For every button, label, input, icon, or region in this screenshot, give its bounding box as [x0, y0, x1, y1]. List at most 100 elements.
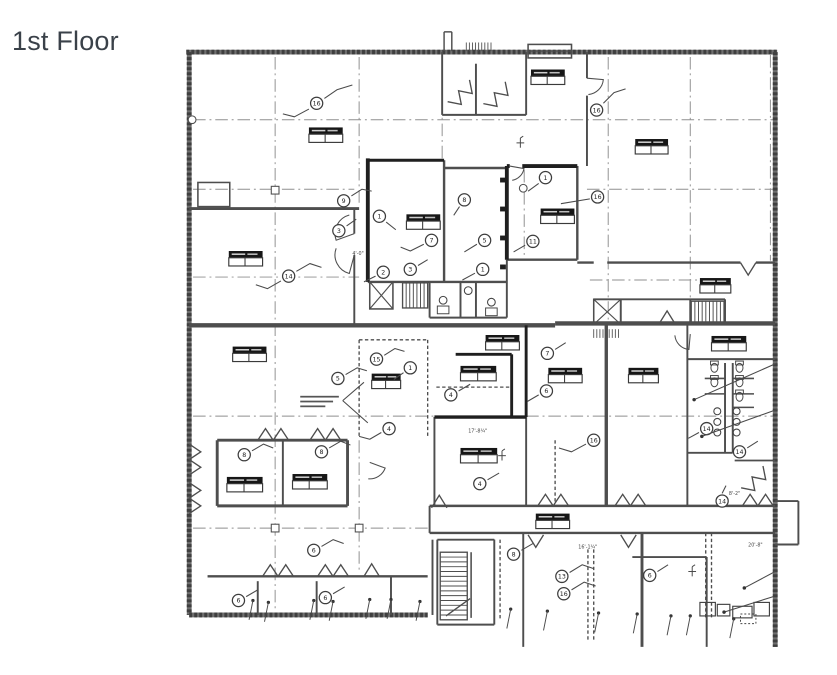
callout-tag: 7	[540, 342, 567, 361]
callout-tag: 6	[307, 539, 344, 557]
room-label	[232, 346, 268, 363]
svg-text:14: 14	[285, 273, 293, 280]
svg-text:8: 8	[319, 449, 323, 456]
svg-text:16: 16	[594, 194, 602, 201]
room-label	[535, 513, 571, 530]
callout-tag: 13	[555, 564, 594, 584]
dimension-text: 20'-8"	[748, 542, 762, 548]
svg-text:16: 16	[560, 591, 568, 598]
svg-text:16: 16	[313, 101, 321, 108]
room-label	[634, 139, 669, 155]
svg-text:5: 5	[336, 376, 340, 383]
svg-text:2: 2	[381, 269, 385, 276]
room-label	[371, 373, 402, 390]
callout-tag: 1	[527, 170, 553, 192]
room-label	[547, 367, 583, 384]
svg-text:6: 6	[648, 573, 652, 580]
room-label	[627, 367, 659, 384]
svg-text:7: 7	[545, 351, 549, 358]
dimension-text: 17'-8¾"	[468, 429, 487, 435]
svg-text:3: 3	[408, 267, 412, 274]
callout-tag: 14	[255, 263, 322, 290]
callout-tag: 14	[715, 485, 729, 508]
callout-tag: 8	[314, 440, 351, 459]
svg-text:7: 7	[430, 238, 434, 245]
svg-text:6: 6	[323, 595, 327, 602]
callout-tag: 8	[453, 193, 472, 216]
svg-text:8: 8	[242, 452, 246, 459]
callout-tag: 16	[558, 433, 601, 453]
callout-tag: 6	[318, 586, 345, 605]
svg-text:3: 3	[337, 228, 341, 235]
room-label	[530, 69, 566, 86]
callout-tag: 3	[403, 259, 428, 277]
room-label	[485, 335, 520, 351]
callout-tag: 4	[473, 472, 500, 491]
svg-text:8: 8	[512, 551, 516, 558]
svg-text:1: 1	[543, 175, 547, 182]
svg-text:9: 9	[342, 198, 346, 205]
callout-tag: 1	[393, 361, 418, 380]
room-label	[405, 214, 441, 230]
svg-text:15: 15	[373, 356, 381, 363]
callout-tag: 5	[464, 233, 492, 253]
svg-text:16: 16	[590, 437, 598, 444]
svg-text:16: 16	[593, 107, 601, 114]
svg-text:4: 4	[449, 392, 453, 399]
svg-text:13: 13	[558, 574, 566, 581]
callout-tag: 14	[732, 440, 759, 459]
floor-label: 1st Floor	[12, 26, 119, 56]
room-label	[710, 335, 747, 352]
callout-tag: 15	[369, 347, 405, 366]
callout-tag: 11	[513, 234, 540, 253]
svg-text:4: 4	[478, 481, 482, 488]
svg-text:4: 4	[387, 426, 391, 433]
svg-text:6: 6	[312, 548, 316, 555]
room-label	[291, 474, 328, 490]
dimension-text: 16'-1¾"	[578, 544, 597, 550]
callout-tag: 9	[336, 188, 372, 208]
callout-tag: 3	[332, 218, 357, 238]
room-label	[459, 447, 498, 464]
callout-tag: 8	[237, 443, 274, 462]
room-label	[699, 278, 732, 294]
callout-tag: 5	[331, 367, 368, 386]
svg-text:1: 1	[377, 213, 381, 220]
room-labels-layer	[226, 69, 747, 530]
dimension-text: 4'-0"	[352, 251, 363, 257]
room-label	[308, 127, 344, 143]
callout-tag: 1	[462, 262, 490, 281]
svg-text:11: 11	[529, 239, 537, 246]
callout-tag: 4	[358, 421, 396, 440]
callout-tag: 7	[400, 233, 439, 252]
callout-tag: 6	[526, 384, 554, 403]
svg-text:14: 14	[703, 426, 711, 433]
svg-text:14: 14	[736, 449, 744, 456]
callout-tag: 2	[363, 265, 390, 283]
callout-tag: 16	[589, 88, 626, 117]
callout-tag: 16	[282, 84, 353, 118]
walls-layer	[186, 31, 800, 647]
room-label	[540, 208, 575, 225]
callout-tag: 4	[444, 383, 471, 402]
callout-tag: 8	[506, 543, 534, 561]
room-label	[459, 365, 497, 382]
svg-text:1: 1	[481, 267, 485, 274]
svg-text:14: 14	[718, 498, 726, 505]
room-label	[226, 476, 264, 493]
callout-tag: 6	[231, 589, 259, 608]
svg-text:6: 6	[544, 388, 548, 395]
callout-tag: 6	[643, 564, 669, 583]
svg-text:1: 1	[408, 365, 412, 372]
room-label	[228, 251, 264, 267]
svg-text:5: 5	[483, 238, 487, 245]
callout-tag: 16	[557, 581, 596, 601]
callout-tag: 16	[560, 190, 605, 205]
svg-text:6: 6	[236, 598, 240, 605]
callout-tag: 1	[372, 209, 397, 231]
details-layer	[187, 42, 774, 639]
